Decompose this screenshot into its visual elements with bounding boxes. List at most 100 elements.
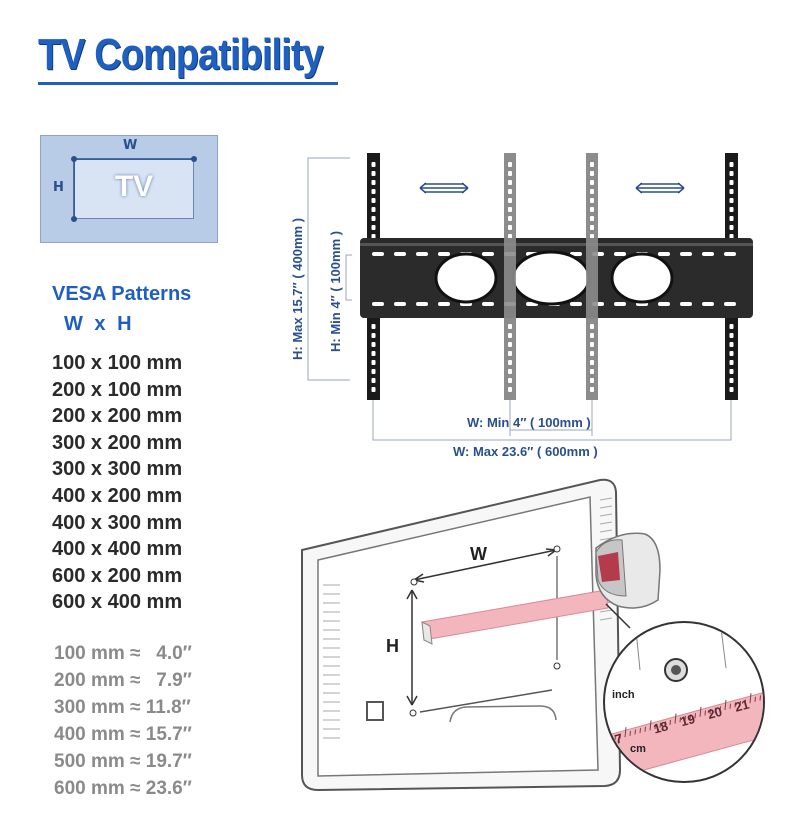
- tv-width-label: W: [123, 138, 138, 153]
- tape-number: 21: [733, 697, 751, 715]
- vent-line: [599, 505, 613, 509]
- tape-tick: [679, 717, 681, 723]
- rail-hole: [371, 234, 376, 239]
- vesa-pattern: 300 x 300 mm: [52, 458, 183, 481]
- tape-tick: [669, 719, 671, 726]
- tape-tick: [790, 687, 791, 692]
- vent-line: [599, 513, 613, 517]
- tape-tick: [634, 729, 636, 735]
- rail-hole: [508, 162, 512, 167]
- conversion-row: 300 mm ≈ 11.8″: [54, 697, 191, 718]
- rail-hole: [590, 171, 594, 176]
- w-max-bracket-line: [372, 400, 732, 441]
- rail-hole: [590, 360, 594, 365]
- rail-hole: [508, 342, 512, 347]
- vesa-wh-header: W x H: [64, 313, 132, 335]
- tape-tick: [744, 699, 746, 705]
- slide-arrow-right: [635, 182, 685, 194]
- rail-hole: [729, 369, 734, 374]
- plate-slot: [614, 252, 626, 256]
- rail-hole: [508, 360, 512, 365]
- tape-tick: [619, 733, 621, 739]
- rail-hole: [508, 234, 512, 239]
- tape-tick: [684, 715, 686, 721]
- vesa-pattern: 300 x 200 mm: [52, 431, 183, 454]
- vesa-pattern-list: 100 x 100 mm 200 x 100 mm 200 x 200 mm 3…: [52, 350, 182, 616]
- rail-hole: [508, 180, 512, 185]
- rail-hole: [729, 351, 734, 356]
- rail-hole: [729, 162, 734, 167]
- tape-number: 18: [652, 718, 670, 736]
- vent-line: [599, 529, 613, 533]
- conversion-list: 100 mm ≈ 4.0″ 200 mm ≈ 7.9″ 300 mm ≈ 11.…: [54, 640, 192, 802]
- rail-hole: [508, 198, 512, 203]
- rail-hole: [729, 342, 734, 347]
- rail-hole: [508, 351, 512, 356]
- plate-slot: [702, 302, 714, 306]
- conversion-row: 100 mm ≈ 4.0″: [54, 643, 192, 664]
- vesa-title: VESA Patterns: [52, 283, 192, 305]
- rail-hole: [590, 333, 594, 338]
- plate-slot: [724, 252, 736, 256]
- plate-slot: [482, 302, 494, 306]
- tape-tick: [714, 707, 716, 713]
- rail-hole: [590, 198, 594, 203]
- rail-hole: [590, 225, 594, 230]
- cm-label: cm: [630, 743, 646, 755]
- rail-hole: [371, 387, 376, 392]
- vesa-pattern: 200 x 100 mm: [52, 378, 183, 401]
- h-min-bracket-line: [345, 254, 352, 301]
- tape-tick: [639, 728, 641, 734]
- plate-slot: [680, 302, 692, 306]
- tape-tick: [624, 727, 627, 738]
- tape-tick: [659, 722, 661, 728]
- rail-hole: [729, 324, 734, 329]
- plate-slot: [438, 252, 450, 256]
- rail-hole: [729, 378, 734, 383]
- vent-line: [599, 497, 613, 501]
- vent-line: [599, 617, 613, 621]
- h-max-label: H: Max 15.7″ ( 400mm ): [290, 218, 305, 360]
- port-icon: [366, 701, 384, 721]
- rail-hole: [590, 378, 594, 383]
- conversion-row: 500 mm ≈ 19.7″: [54, 751, 192, 772]
- rail-hole: [590, 342, 594, 347]
- tape-tick: [629, 730, 631, 736]
- plate-slot: [416, 302, 428, 306]
- tape-tick: [780, 690, 781, 695]
- vesa-pattern: 400 x 200 mm: [52, 484, 183, 507]
- rail-hole: [371, 351, 376, 356]
- tape-tick: [694, 713, 696, 719]
- tape-tick: [785, 689, 786, 694]
- rail-hole: [729, 333, 734, 338]
- rail-hole: [590, 216, 594, 221]
- h-min-label: H: Min 4″ ( 100mm ): [328, 231, 343, 352]
- rail-hole: [729, 360, 734, 365]
- plate-slot: [394, 302, 406, 306]
- tape-tick: [754, 696, 756, 702]
- plate-slot: [680, 252, 692, 256]
- tape-tick: [674, 713, 677, 724]
- rail-hole: [371, 342, 376, 347]
- plate-slot: [482, 252, 494, 256]
- tape-tick: [719, 706, 721, 712]
- rail-hole: [371, 369, 376, 374]
- tape-tick: [644, 726, 646, 732]
- tv-dimension-arrows: [71, 156, 197, 222]
- rail-hole: [729, 225, 734, 230]
- rail-hole: [590, 387, 594, 392]
- vesa-pattern: 100 x 100 mm: [52, 352, 183, 374]
- vesa-pattern: 200 x 200 mm: [52, 405, 183, 428]
- plate-slot: [614, 302, 626, 306]
- plate-slot: [658, 252, 670, 256]
- rail-hole: [729, 207, 734, 212]
- rail-hole: [508, 216, 512, 221]
- vesa-pattern: 600 x 400 mm: [52, 591, 183, 614]
- rail-hole: [590, 324, 594, 329]
- rail-hole: [729, 234, 734, 239]
- page-title: TV Compatibility: [38, 30, 324, 79]
- conversion-row: 400 mm ≈ 15.7″: [54, 724, 192, 745]
- vesa-pattern: 400 x 400 mm: [52, 538, 183, 561]
- tape-measure-body: [595, 532, 661, 609]
